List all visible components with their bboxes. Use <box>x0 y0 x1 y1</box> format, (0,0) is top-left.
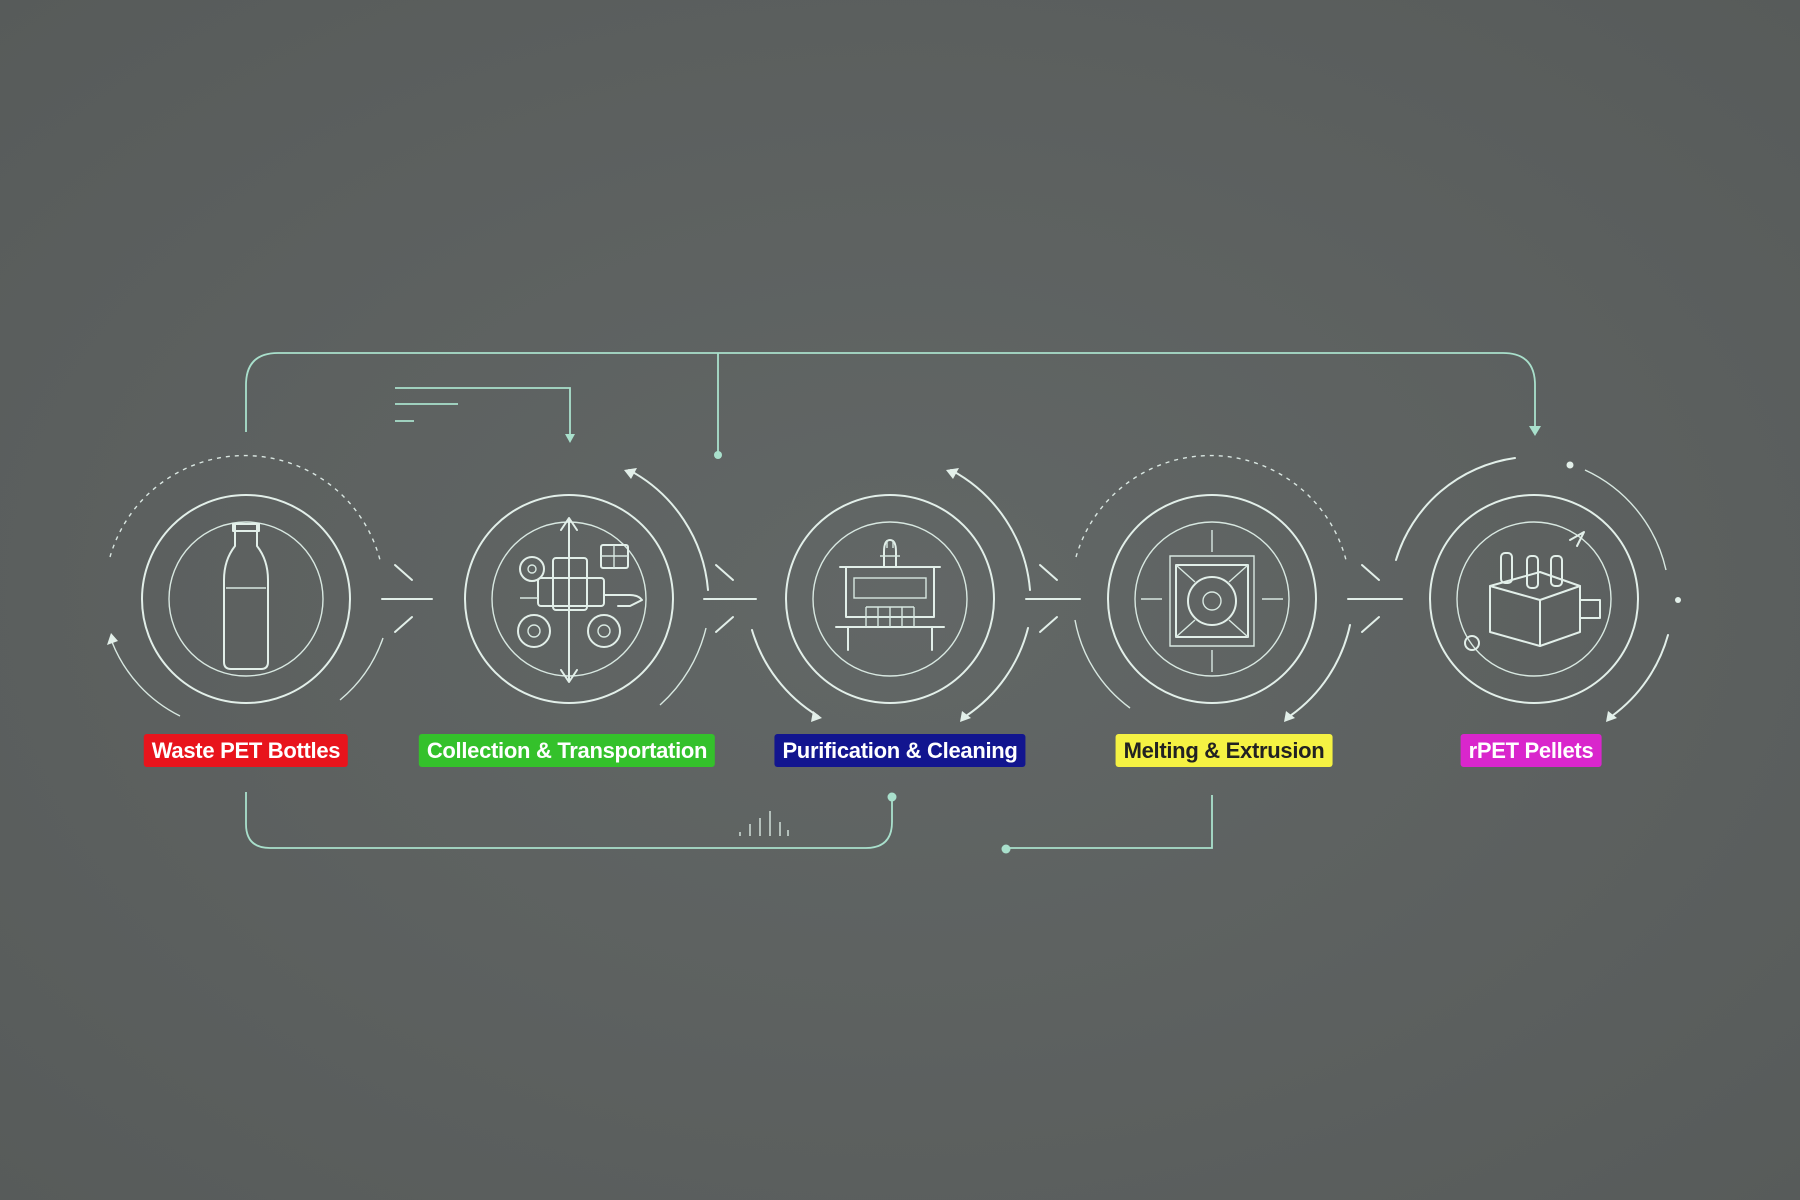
step-4-label: Melting & Extrusion <box>1115 734 1333 767</box>
step-2-node <box>464 468 709 706</box>
step-4-node <box>1074 454 1351 722</box>
extruder-icon <box>1141 530 1283 672</box>
step-1-label: Waste PET Bottles <box>143 734 349 767</box>
step-1-node <box>107 454 384 717</box>
pellets-icon <box>1489 531 1601 647</box>
cleaning-facility-icon <box>835 539 945 651</box>
step-5-node <box>1395 457 1681 722</box>
step-2-label: Collection & Transportation <box>418 734 716 767</box>
step-connectors <box>381 564 1403 633</box>
step-3-node <box>751 468 1031 722</box>
top-feedback-connector <box>245 352 1541 459</box>
step-3-label: Purification & Cleaning <box>774 734 1026 767</box>
bottle-icon <box>223 523 269 670</box>
bottom-feedback-connector <box>245 792 1213 854</box>
collection-vehicle-icon <box>517 517 643 683</box>
step-5-label: rPET Pellets <box>1460 734 1602 767</box>
